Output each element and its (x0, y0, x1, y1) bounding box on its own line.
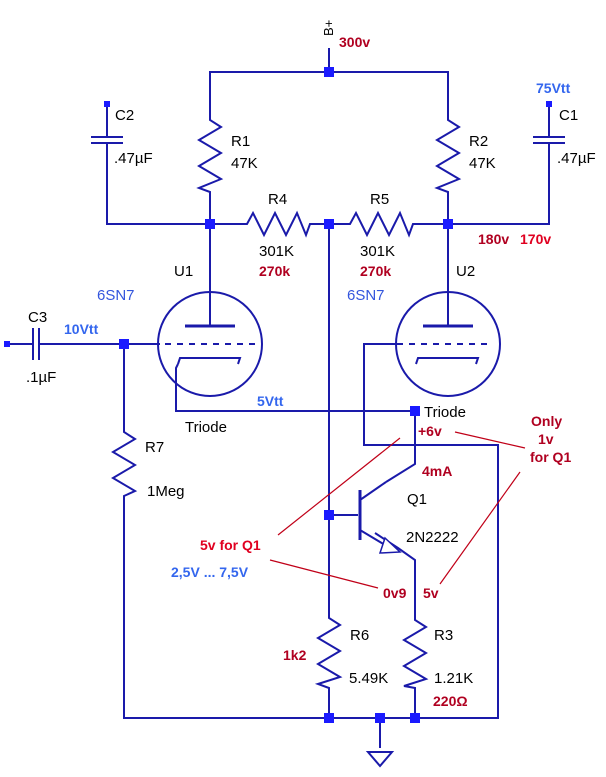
q1-ref: Q1 (407, 491, 427, 508)
annotation-lines (269, 431, 526, 589)
c2-ref: C2 (115, 107, 134, 124)
q1-current: 4mA (422, 463, 452, 479)
only-line-1: Only (531, 413, 562, 429)
only-line-2: 1v (538, 431, 554, 447)
u2-kind: Triode (424, 404, 466, 421)
resistor-r1 (196, 115, 224, 195)
junction-nodes (119, 67, 453, 723)
transistor-q1 (358, 481, 402, 554)
q1-part: 2N2222 (406, 529, 459, 546)
capacitor-c1 (533, 101, 565, 144)
u2-ref: U2 (456, 263, 475, 280)
u1-type: 6SN7 (97, 287, 135, 304)
r2-ref: R2 (469, 133, 488, 150)
plate-voltage-1: 180v (478, 231, 509, 247)
c1-value: .47µF (557, 150, 596, 167)
r5-note: 270k (360, 263, 391, 279)
c3-ref: C3 (28, 309, 47, 326)
r3-value: 1.21K (434, 670, 473, 687)
labels: B+ 300v C2 .47µF 75Vtt C1 .47µF R1 47K R… (26, 20, 596, 709)
u1-ref: U1 (174, 263, 193, 280)
resistor-r4 (242, 210, 313, 238)
r3-ref: R3 (434, 627, 453, 644)
r2-value: 47K (469, 155, 496, 172)
bplus-label: B+ (321, 20, 336, 36)
vbe-note: 0v9 (383, 585, 407, 601)
r4-value: 301K (259, 243, 294, 260)
u2-type: 6SN7 (347, 287, 385, 304)
c1-ref: C1 (559, 107, 578, 124)
r4-note: 270k (259, 263, 290, 279)
r5-ref: R5 (370, 191, 389, 208)
tube-u1 (157, 291, 263, 397)
resistor-r7 (111, 428, 138, 500)
tube-u2 (395, 291, 501, 397)
u1-kind: Triode (185, 419, 227, 436)
cathode-vtt: 5Vtt (257, 393, 284, 409)
ground-symbol (365, 751, 395, 768)
r6-value: 5.49K (349, 670, 388, 687)
capacitor-c3 (4, 328, 40, 360)
resistor-r3 (402, 615, 429, 690)
r3-note: 220Ω (433, 693, 468, 709)
c3-value: .1µF (26, 369, 56, 386)
r1-value: 47K (231, 155, 258, 172)
q1-base-note: 5v for Q1 (200, 537, 261, 553)
r5-value: 301K (360, 243, 395, 260)
r7-ref: R7 (145, 439, 164, 456)
q1-base-range: 2,5V ... 7,5V (171, 564, 249, 580)
only-line-3: for Q1 (530, 449, 571, 465)
resistor-r5 (345, 210, 416, 238)
c3-note: 10Vtt (64, 321, 99, 337)
cathode-voltage: +6v (418, 423, 442, 439)
r1-ref: R1 (231, 133, 250, 150)
capacitor-c2 (91, 101, 123, 144)
resistor-r2 (434, 115, 462, 195)
r6-ref: R6 (350, 627, 369, 644)
r7-value: 1Meg (147, 483, 185, 500)
q1-emitter-note: 5v (423, 585, 439, 601)
resistor-r6 (314, 612, 343, 690)
supply-voltage: 300v (339, 34, 370, 50)
c2-value: .47µF (114, 150, 153, 167)
r6-note: 1k2 (283, 647, 307, 663)
c1-note: 75Vtt (536, 80, 571, 96)
plate-voltage-2: 170v (520, 231, 551, 247)
r4-ref: R4 (268, 191, 287, 208)
